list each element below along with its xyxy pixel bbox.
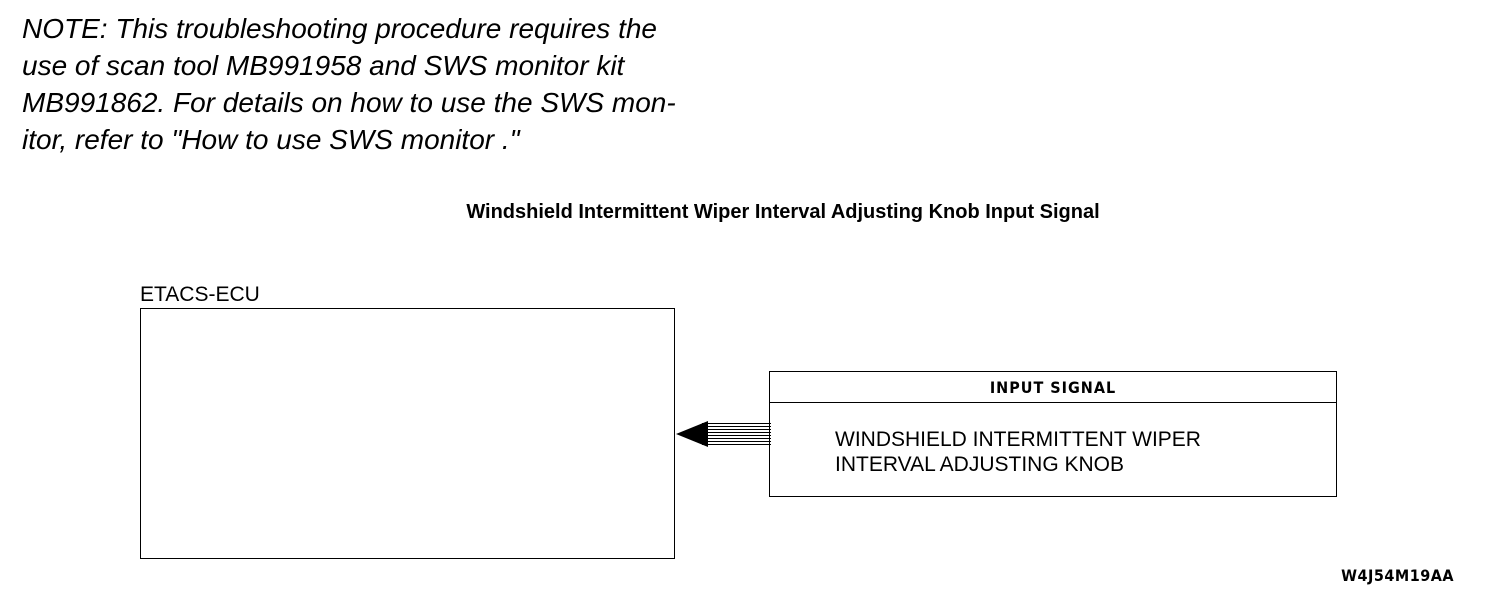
note-line: MB991862. For details on how to use the …	[22, 87, 676, 118]
input-signal-line: INTERVAL ADJUSTING KNOB	[835, 453, 1125, 476]
note-line: NOTE: This troubleshooting procedure req…	[22, 13, 657, 44]
input-signal-header: INPUT SIGNAL	[770, 372, 1336, 403]
input-arrow-icon	[676, 421, 771, 447]
input-signal-line: WINDSHIELD INTERMITTENT WIPER	[835, 428, 1201, 451]
ecu-box	[140, 308, 675, 559]
ecu-label: ETACS-ECU	[140, 283, 260, 306]
input-signal-table: INPUT SIGNAL WINDSHIELD INTERMITTENT WIP…	[769, 371, 1337, 497]
diagram-title: Windshield Intermittent Wiper Interval A…	[466, 201, 1100, 223]
input-signal-description: WINDSHIELD INTERMITTENT WIPER INTERVAL A…	[835, 427, 1201, 477]
note-line: use of scan tool MB991958 and SWS monito…	[22, 50, 625, 81]
note-line: itor, refer to "How to use SWS monitor .…	[22, 124, 520, 155]
note-paragraph: NOTE: This troubleshooting procedure req…	[22, 10, 762, 158]
figure-code: W4J54M19AA	[1341, 566, 1454, 585]
